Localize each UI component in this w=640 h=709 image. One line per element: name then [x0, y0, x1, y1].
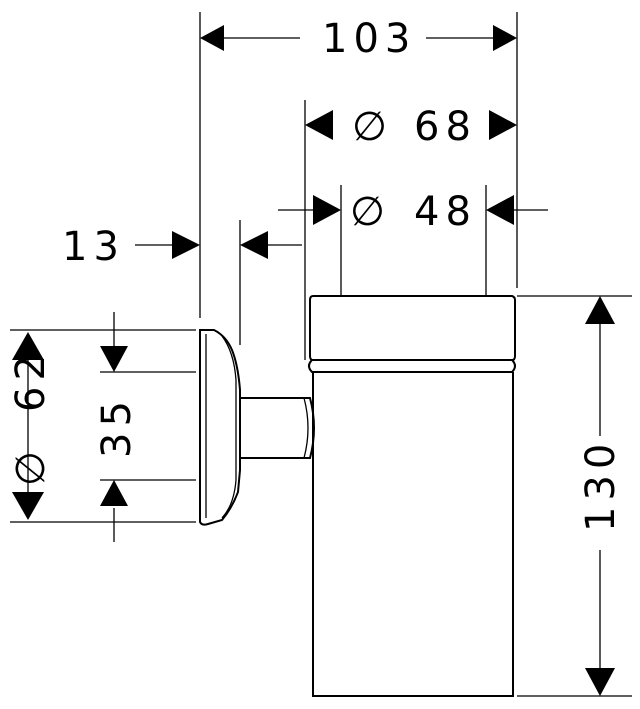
dim-height: 130 — [517, 295, 632, 697]
dim-label-arm-height: 35 — [94, 395, 140, 458]
dim-wall-gap: 13 — [62, 220, 302, 345]
dim-label-wall-gap: 13 — [62, 224, 125, 270]
dim-overall-depth: 103 — [199, 12, 518, 318]
dim-inner-diameter: ∅ 48 — [278, 185, 548, 296]
dim-plate-diameter: 62 ∅ — [8, 329, 196, 523]
diameter-symbol-68: ∅ — [352, 104, 393, 150]
dim-outer-diameter: ∅ 68 — [304, 100, 517, 360]
dim-label-inner-diameter: 48 — [414, 189, 477, 235]
dim-label-plate-diameter: 62 — [8, 349, 54, 412]
support-arm — [240, 397, 315, 459]
diameter-symbol-62: ∅ — [8, 445, 54, 486]
wall-plate — [199, 329, 241, 526]
dim-arm-height: 35 — [94, 312, 196, 542]
glass-cup — [309, 295, 516, 361]
dim-label-height: 130 — [578, 438, 624, 532]
diameter-symbol-48: ∅ — [350, 189, 391, 235]
product-outline — [199, 295, 516, 697]
dim-label-overall-depth: 103 — [322, 16, 416, 62]
dim-label-outer-diameter: 68 — [414, 104, 477, 150]
